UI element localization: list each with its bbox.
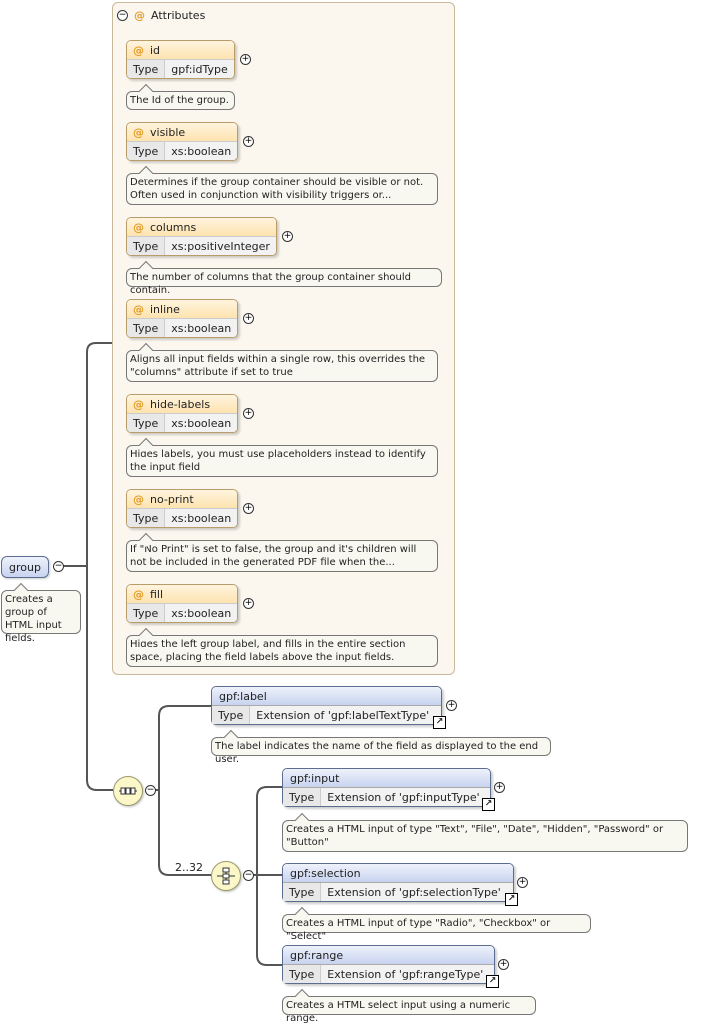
element-gpf-selection[interactable]: gpf:selection Type Extension of 'gpf:sele… [282, 863, 518, 906]
at-icon: @ [133, 220, 144, 234]
at-icon: @ [133, 125, 144, 139]
attribute-name: visible [150, 125, 186, 139]
sequence-compositor[interactable] [113, 776, 143, 806]
expand-plus-icon[interactable]: + [243, 503, 254, 514]
at-icon: @ [133, 43, 144, 57]
element-name: gpf:range [290, 948, 344, 962]
attribute-name: inline [150, 302, 180, 316]
attribute-id[interactable]: @ id Type gpf:idType [126, 40, 235, 79]
attribute-visible[interactable]: @ visible Type xs:boolean [126, 122, 239, 161]
attribute-inline[interactable]: @ inline Type xs:boolean [126, 299, 239, 338]
reference-arrow-icon[interactable]: ↗ [482, 798, 495, 811]
element-gpf-label[interactable]: gpf:label Type Extension of 'gpf:labelTex… [211, 686, 446, 729]
type-value: Extension of 'gpf:labelTextType' [256, 708, 430, 722]
sequence-compositor-icon [119, 787, 137, 795]
type-label: Type [127, 319, 166, 337]
occurrence-label: 2..32 [175, 861, 203, 874]
expand-plus-icon[interactable]: + [494, 782, 505, 793]
choice-compositor[interactable] [211, 861, 241, 891]
at-icon: @ [133, 492, 144, 506]
type-value: xs:boolean [171, 511, 232, 525]
attribute-fill-description: Hides the left group label, and fills in… [126, 635, 438, 667]
attribute-name: fill [150, 587, 164, 601]
attribute-name: no-print [150, 492, 194, 506]
element-gpf-range[interactable]: gpf:range Type Extension of 'gpf:rangeTyp… [282, 945, 499, 988]
element-name: gpf:selection [290, 866, 361, 880]
attributes-header: − @ Attributes [117, 9, 205, 22]
expand-plus-icon[interactable]: + [243, 408, 254, 419]
gpf-input-description: Creates a HTML input of type "Text", "Fi… [282, 820, 688, 852]
type-value: gpf:idType [171, 62, 228, 76]
collapse-attributes-icon[interactable]: − [117, 10, 128, 21]
type-value: Extension of 'gpf:inputType' [327, 790, 480, 804]
reference-arrow-icon[interactable]: ↗ [433, 716, 446, 729]
expand-plus-icon[interactable]: + [517, 877, 528, 888]
type-value: Extension of 'gpf:rangeType' [327, 967, 484, 981]
expand-plus-icon[interactable]: + [243, 136, 254, 147]
at-icon: @ [133, 587, 144, 601]
type-label: Type [212, 706, 251, 724]
element-name: gpf:label [219, 689, 267, 703]
attributes-title: Attributes [151, 9, 206, 22]
collapse-minus-icon[interactable]: − [53, 561, 64, 572]
collapse-minus-icon[interactable]: − [243, 870, 254, 881]
element-group[interactable]: group [1, 556, 49, 578]
element-name: group [9, 560, 41, 574]
attribute-id-description: The Id of the group. [126, 91, 235, 110]
attribute-visible-description: Determines if the group container should… [126, 173, 438, 205]
element-gpf-input[interactable]: gpf:input Type Extension of 'gpf:inputTyp… [282, 768, 495, 811]
attribute-columns-description: The number of columns that the group con… [126, 268, 442, 296]
at-icon: @ [133, 397, 144, 411]
expand-plus-icon[interactable]: + [240, 54, 251, 65]
attribute-fill[interactable]: @ fill Type xs:boolean [126, 584, 239, 623]
type-label: Type [283, 883, 322, 901]
type-value: xs:boolean [171, 144, 232, 158]
type-label: Type [127, 509, 166, 527]
type-label: Type [127, 142, 166, 160]
group-description: Creates a group of HTML input fields. [1, 590, 81, 644]
attribute-columns[interactable]: @ columns Type xs:positiveInteger [126, 217, 277, 256]
type-value: xs:boolean [171, 321, 232, 335]
choice-compositor-icon [217, 867, 235, 885]
type-value: xs:boolean [171, 606, 232, 620]
at-icon: @ [134, 9, 145, 22]
type-label: Type [127, 604, 166, 622]
collapse-minus-icon[interactable]: − [145, 785, 156, 796]
attribute-name: hide-labels [150, 397, 211, 411]
type-label: Type [127, 237, 166, 255]
expand-plus-icon[interactable]: + [282, 231, 293, 242]
attribute-no-print-description: If "No Print" is set to false, the group… [126, 540, 438, 572]
type-label: Type [283, 965, 322, 983]
attribute-name: columns [150, 220, 197, 234]
type-value: xs:positiveInteger [171, 239, 270, 253]
at-icon: @ [133, 302, 144, 316]
type-value: xs:boolean [171, 416, 232, 430]
attribute-name: id [150, 43, 161, 57]
expand-plus-icon[interactable]: + [243, 598, 254, 609]
type-label: Type [127, 414, 166, 432]
type-label: Type [127, 60, 166, 78]
reference-arrow-icon[interactable]: ↗ [505, 893, 518, 906]
expand-plus-icon[interactable]: + [446, 700, 457, 711]
element-name: gpf:input [290, 771, 340, 785]
attribute-hide-labels[interactable]: @ hide-labels Type xs:boolean [126, 394, 239, 433]
type-label: Type [283, 788, 322, 806]
expand-plus-icon[interactable]: + [243, 313, 254, 324]
attribute-hide-labels-description: Hides labels, you must use placeholders … [126, 445, 438, 477]
gpf-range-description: Creates a HTML select input using a nume… [282, 996, 536, 1024]
attribute-no-print[interactable]: @ no-print Type xs:boolean [126, 489, 239, 528]
expand-plus-icon[interactable]: + [498, 959, 509, 970]
type-value: Extension of 'gpf:selectionType' [327, 885, 501, 899]
gpf-selection-description: Creates a HTML input of type "Radio", "C… [282, 914, 591, 942]
gpf-label-description: The label indicates the name of the fiel… [211, 737, 551, 765]
reference-arrow-icon[interactable]: ↗ [486, 975, 499, 988]
attribute-inline-description: Aligns all input fields within a single … [126, 350, 438, 382]
